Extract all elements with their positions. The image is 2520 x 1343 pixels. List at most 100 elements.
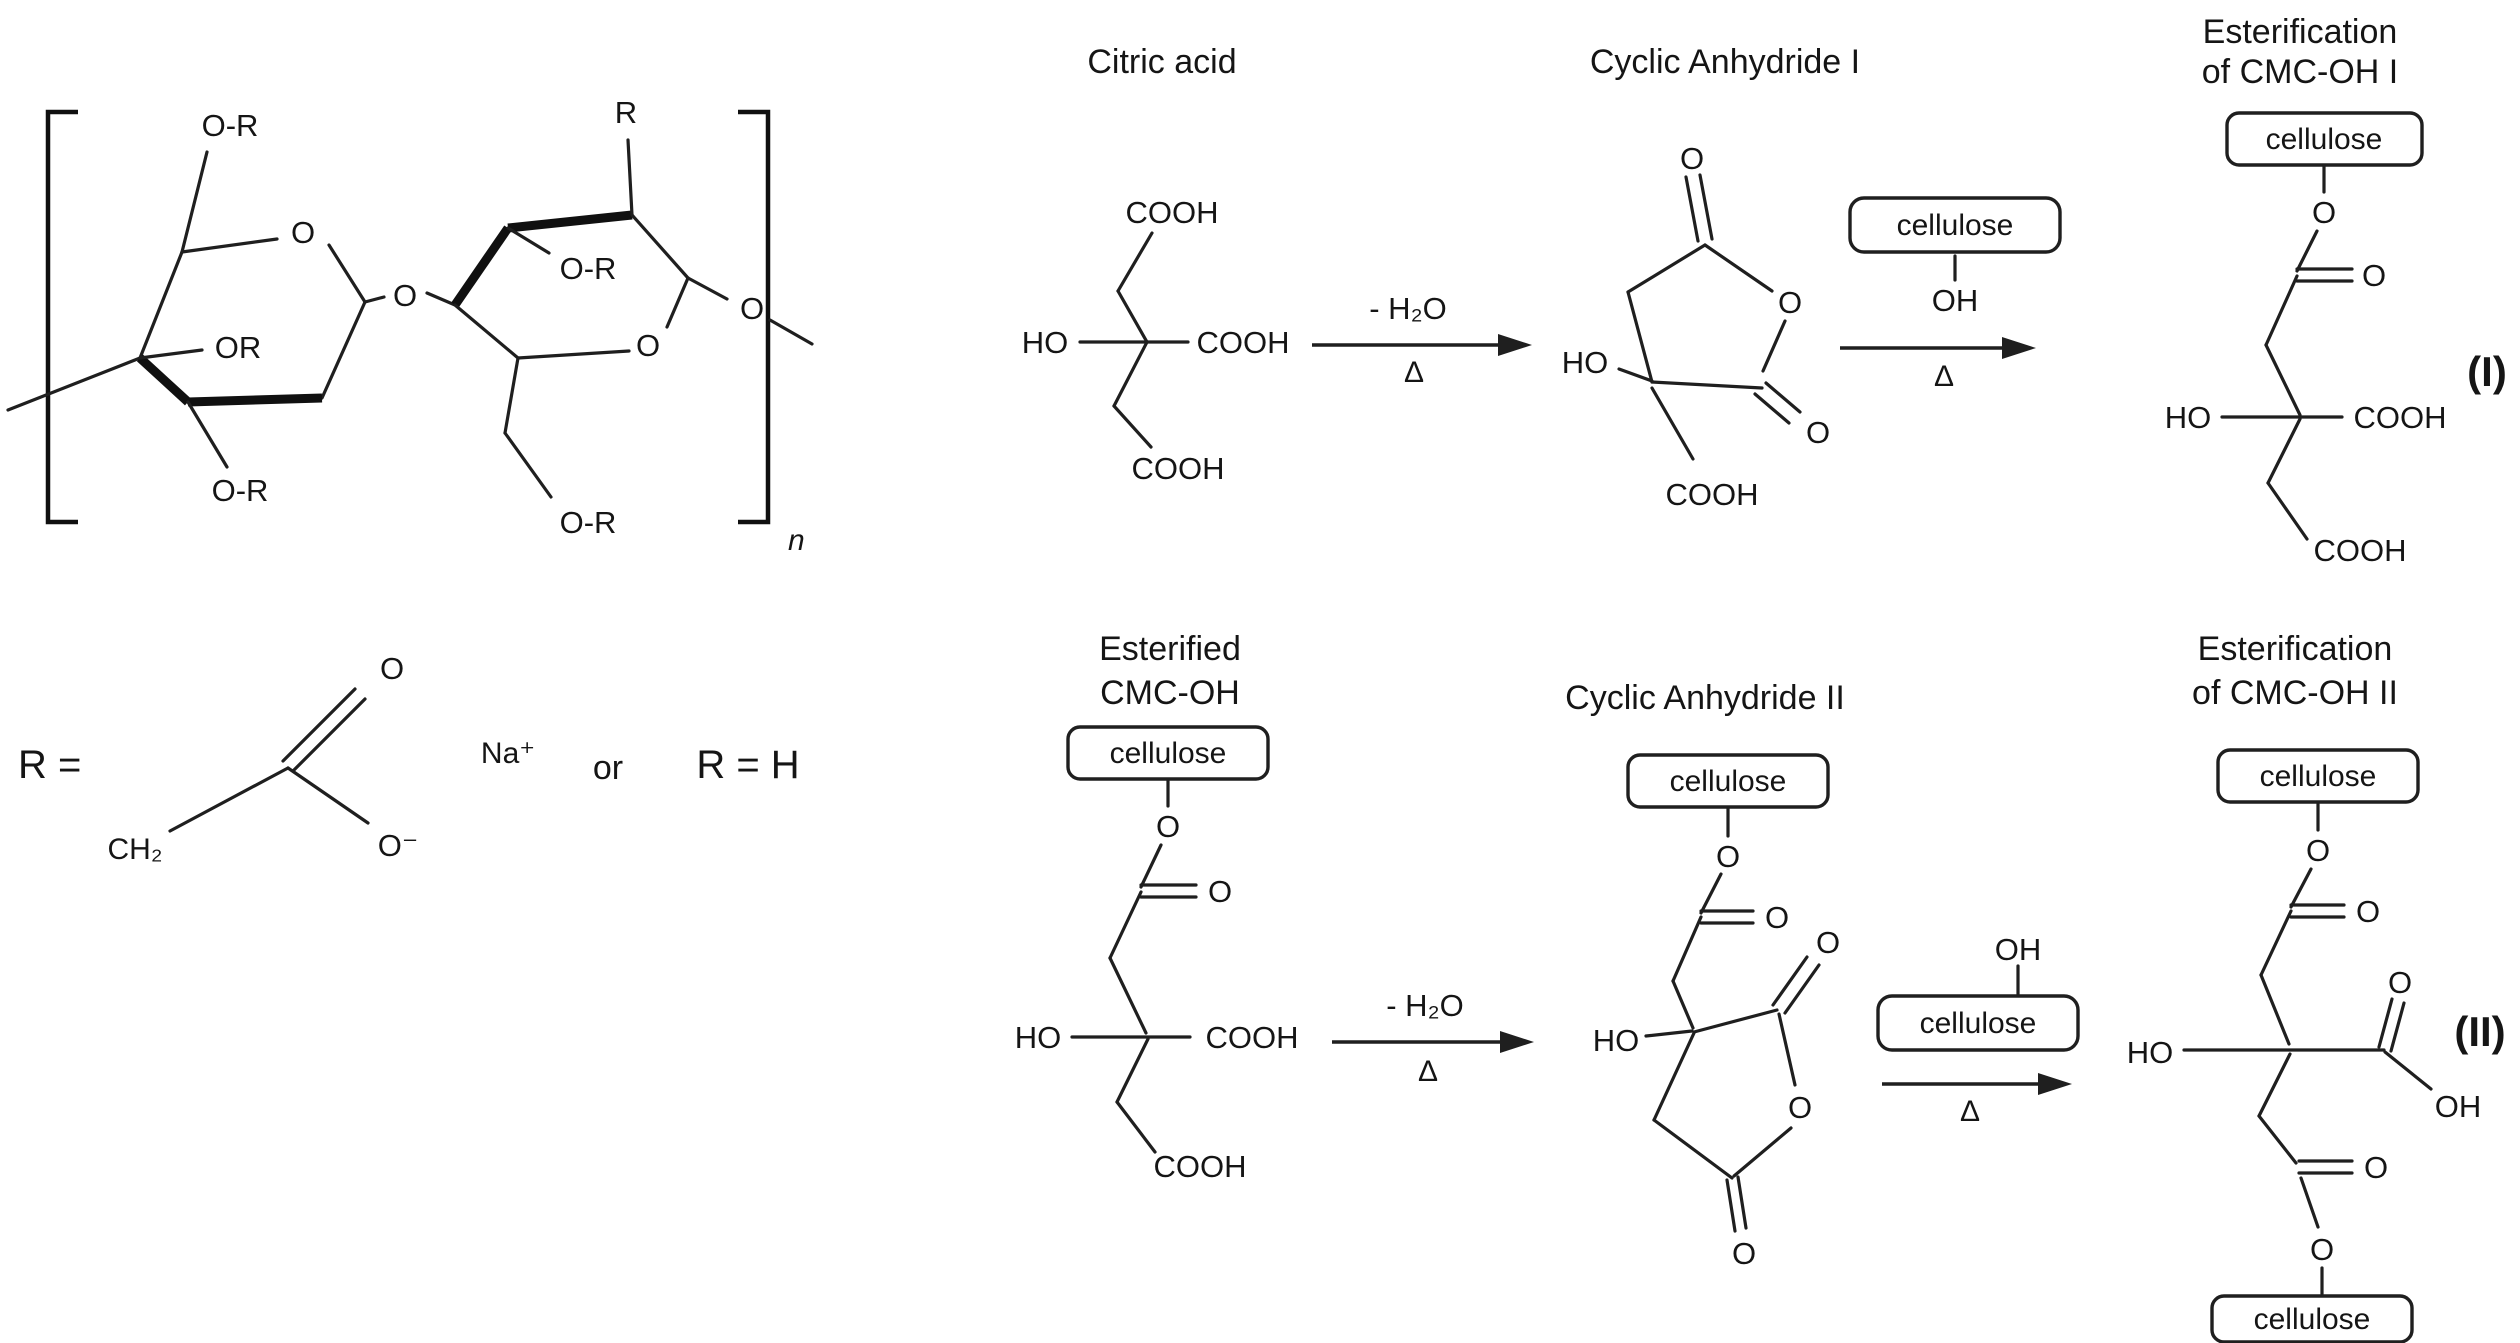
bond (138, 348, 204, 360)
minus-water-label: - H₂O (1369, 291, 1446, 326)
esterified-cmc-structure: Esterified CMC-OH cellulose O O HO COOH … (1015, 630, 1299, 1184)
bond (2257, 1114, 2298, 1165)
ester-i-title-line2: of CMC-OH I (2202, 53, 2398, 91)
cellulose-label: cellulose (1670, 765, 1787, 798)
chain-oxygen-label: O (740, 291, 764, 326)
or-bottom-right-label: O-R (560, 505, 617, 540)
bond (1108, 956, 1148, 1035)
cooh-top-label: COOH (1126, 195, 1219, 230)
esterified-cmc-title-line1: Esterified (1099, 630, 1241, 668)
ester-oxygen-bottom-label: O (2310, 1232, 2334, 1267)
or-bottom-left-label: O-R (212, 473, 269, 508)
cellulose-box (1066, 725, 1270, 781)
ester-oxygen-top-label: O (2306, 833, 2330, 868)
reaction-i: Citric acid COOH HO COOH COOH - H₂O Δ Cy… (1022, 13, 2507, 568)
esterified-cmc-title-line2: CMC-OH (1100, 674, 1240, 712)
bond (665, 276, 690, 329)
bond (2295, 229, 2319, 273)
reaction-ii: Esterified CMC-OH cellulose O O HO COOH … (1015, 630, 2506, 1343)
bond (2289, 867, 2313, 909)
bond (1652, 1031, 1696, 1122)
bond (186, 400, 229, 469)
bond (503, 431, 553, 499)
carbonyl-oxygen-label: O (2362, 258, 2386, 293)
bond (1771, 955, 1809, 1007)
delta-label: Δ (1934, 360, 1954, 393)
carbonyl-oxygen-top-label: O (2356, 894, 2380, 929)
ester-ii-title-line1: Esterification (2198, 630, 2393, 668)
bond (1753, 392, 1791, 425)
ring-oxygen-label: O (1778, 285, 1802, 320)
ester-i-title-line1: Esterification (2203, 13, 2398, 51)
glucose-ring-2-skeleton (451, 138, 814, 499)
r-top-label: R (615, 95, 637, 130)
bond (1108, 890, 1143, 960)
bond (768, 318, 814, 346)
acid-carbonyl-oxygen-label: O (2388, 965, 2412, 1000)
oh-label: OH (1932, 283, 1979, 318)
arrow-head (2038, 1073, 2072, 1095)
bond (136, 354, 192, 406)
reaction-i-label: (I) (2467, 348, 2507, 395)
bond (1732, 1126, 1793, 1178)
carboxylate-skeleton (168, 687, 370, 833)
bond (1671, 979, 1695, 1030)
delta-label: Δ (1404, 356, 1424, 389)
bond (2259, 909, 2293, 977)
cellulose-box (1848, 196, 2062, 254)
cooh-bottom-label: COOH (1132, 451, 1225, 486)
carbonyl-oxygen-label: O (1765, 900, 1789, 935)
bond (503, 356, 520, 435)
bond (2266, 417, 2302, 485)
cyclic-anhydride-ii-title: Cyclic Anhydride II (1565, 679, 1845, 717)
sodium-label: Na⁺ (481, 737, 535, 770)
ho-label: HO (1015, 1020, 1062, 1055)
bond (506, 226, 551, 255)
bond (1139, 843, 1163, 889)
bond (2299, 1176, 2320, 1229)
bond (2377, 997, 2394, 1049)
citric-acid-structure: Citric acid COOH HO COOH COOH (1022, 43, 1290, 486)
bond (2264, 274, 2299, 347)
ho-label: HO (1022, 325, 1069, 360)
bond (1698, 173, 1714, 241)
or-inner-label: OR (215, 330, 262, 365)
cmc-polymer-structure: n O-R O OR O-R O (6, 95, 814, 557)
arrow-head (2002, 337, 2036, 359)
bond (286, 766, 370, 825)
bond (2383, 1050, 2433, 1091)
bond (180, 237, 279, 254)
carbonyl-oxygen-label: O (380, 651, 404, 686)
cooh-bottom-label: COOH (1154, 1149, 1247, 1184)
ring-carbonyl-bottom-oxygen-label: O (1732, 1236, 1756, 1271)
carboxylate-oxygen-label: O⁻ (378, 828, 418, 863)
delta-label: Δ (1418, 1055, 1438, 1088)
ester-oxygen-label: O (2312, 195, 2336, 230)
or-word-label: or (593, 749, 623, 787)
bond (1626, 290, 1654, 384)
cooh-right-label: COOH (2354, 400, 2447, 435)
bond (507, 210, 633, 233)
bond (180, 150, 209, 254)
bond (138, 250, 184, 360)
bond (630, 213, 690, 280)
cellulose-box (1876, 994, 2080, 1052)
cooh-right-label: COOH (1206, 1020, 1299, 1055)
bond (1650, 386, 1695, 461)
bond (281, 687, 357, 763)
oh-label: OH (1995, 932, 2042, 967)
bond (1725, 1178, 1737, 1233)
cellulose-label: cellulose (2266, 123, 2383, 156)
cyclic-anhydride-i-structure: Cyclic Anhydride I O O O HO COOH (1562, 43, 1860, 512)
delta-label: Δ (1960, 1095, 1980, 1128)
arrow-head (1500, 1031, 1534, 1053)
bond (1626, 243, 1707, 294)
ho-label: HO (2165, 400, 2212, 435)
glycosidic-oxygen-label: O (393, 278, 417, 313)
dehydration-arrow-ii: - H₂O Δ (1332, 988, 1534, 1088)
cellulose-box-bottom (2210, 1294, 2414, 1343)
bond (1116, 231, 1154, 293)
bond (1764, 381, 1802, 414)
bond (2266, 481, 2309, 541)
